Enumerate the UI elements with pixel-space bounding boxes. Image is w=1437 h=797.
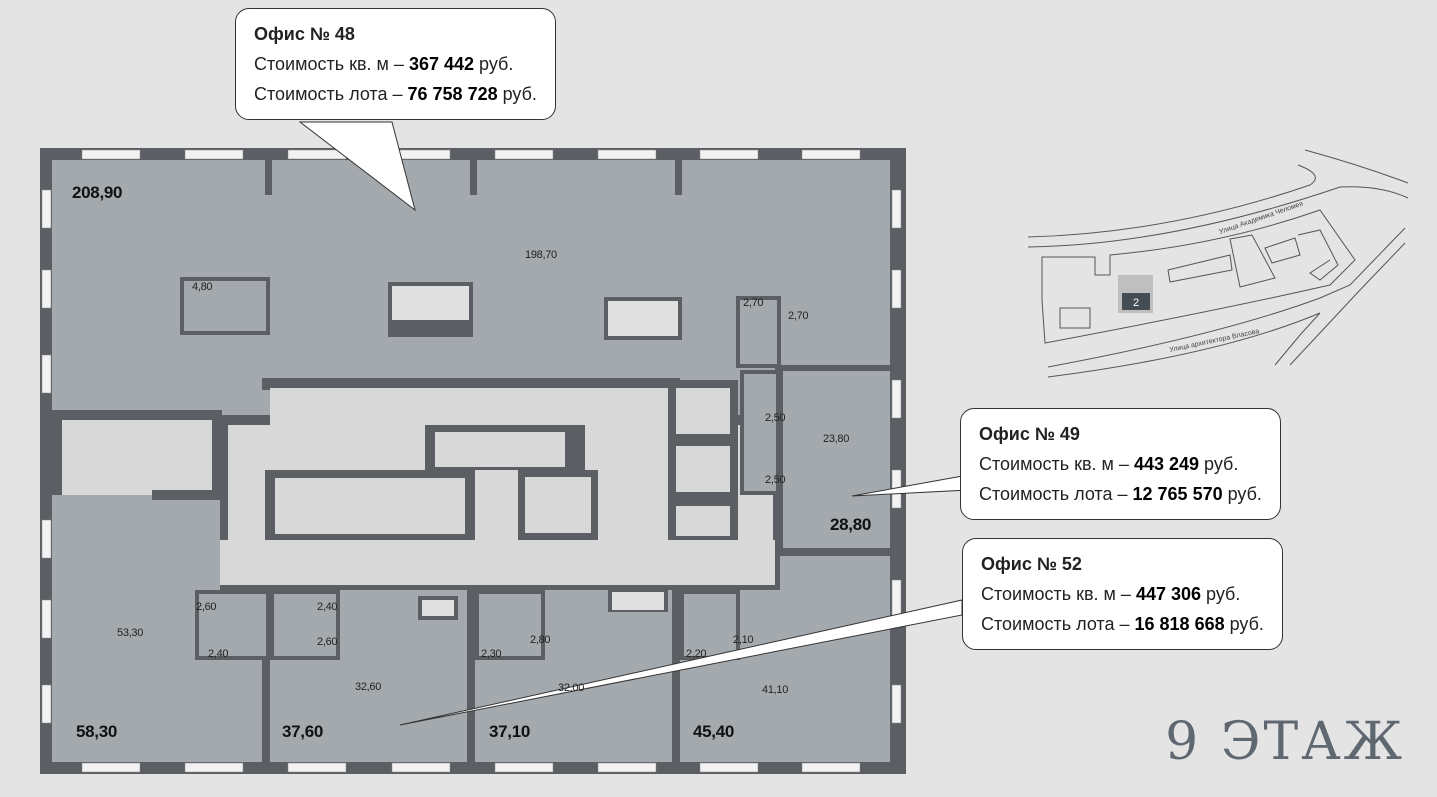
room-area: 32,60: [355, 681, 382, 693]
callout-office-48[interactable]: Офис № 48 Стоимость кв. м – 367 442 руб.…: [235, 8, 556, 120]
room-area: 53,30: [117, 627, 144, 639]
price-lot: 12 765 570: [1132, 484, 1223, 504]
room-area: 2,60: [317, 636, 338, 648]
building-number: 2: [1133, 297, 1139, 309]
room-area: 2,50: [765, 412, 786, 424]
currency: руб.: [1201, 584, 1241, 604]
callout-office-52[interactable]: Офис № 52 Стоимость кв. м – 447 306 руб.…: [962, 538, 1283, 650]
office-51-area: 37,60: [282, 722, 324, 741]
price-sqm-label: Стоимость кв. м –: [979, 454, 1134, 474]
price-sqm: 447 306: [1135, 584, 1202, 604]
street-north-label: Улица Академика Челомея: [1218, 200, 1304, 235]
room-area: 2,50: [765, 474, 786, 486]
room-area: 2,60: [196, 601, 217, 613]
currency: руб.: [1224, 614, 1264, 634]
price-lot-label: Стоимость лота –: [981, 614, 1135, 634]
callout-office-49[interactable]: Офис № 49 Стоимость кв. м – 443 249 руб.…: [960, 408, 1281, 520]
office-48-area: 208,90: [72, 183, 123, 202]
room-area: 2,20: [686, 648, 707, 660]
callout-title: Офис № 49: [979, 424, 1080, 444]
room-area: 2,10: [733, 634, 754, 646]
room-area: 4,80: [192, 281, 213, 293]
room-area: 2,40: [317, 601, 338, 613]
price-sqm: 443 249: [1133, 454, 1200, 474]
price-sqm-label: Стоимость кв. м –: [254, 54, 409, 74]
price-sqm: 367 442: [408, 54, 475, 74]
room-area: 2,70: [788, 310, 809, 322]
building-marker: [1122, 293, 1150, 310]
price-lot-label: Стоимость лота –: [254, 84, 408, 104]
room-area: 41,10: [762, 684, 789, 696]
office-52-area: 37,10: [489, 722, 531, 741]
site-map: 2 Улица Академика Челомея Улица архитект…: [1027, 149, 1409, 378]
office-53-area: 45,40: [693, 722, 735, 741]
currency: руб.: [474, 54, 514, 74]
currency: руб.: [1222, 484, 1262, 504]
windows: [41, 149, 902, 773]
shafts: [392, 286, 678, 616]
wet-rooms: [184, 281, 777, 656]
room-area: 2,80: [530, 634, 551, 646]
office-50-area: 58,30: [76, 722, 118, 741]
currency: руб.: [497, 84, 537, 104]
office-49-area: 28,80: [830, 515, 872, 534]
room-area: 23,80: [823, 433, 850, 445]
room-area: 2,30: [481, 648, 502, 660]
core: [52, 378, 780, 590]
callout-title: Офис № 48: [254, 24, 355, 44]
callout-title: Офис № 52: [981, 554, 1082, 574]
price-sqm-label: Стоимость кв. м –: [981, 584, 1136, 604]
street-south-label: Улица архитектора Власова: [1169, 328, 1260, 354]
room-area: 198,70: [525, 249, 557, 261]
room-area: 2,70: [743, 297, 764, 309]
room-area: 32,00: [558, 682, 585, 694]
currency: руб.: [1199, 454, 1239, 474]
price-lot: 76 758 728: [407, 84, 498, 104]
room-area: 2,40: [208, 648, 229, 660]
price-lot-label: Стоимость лота –: [979, 484, 1133, 504]
floor-title: 9 ЭТАЖ: [1165, 712, 1405, 772]
price-lot: 16 818 668: [1134, 614, 1225, 634]
